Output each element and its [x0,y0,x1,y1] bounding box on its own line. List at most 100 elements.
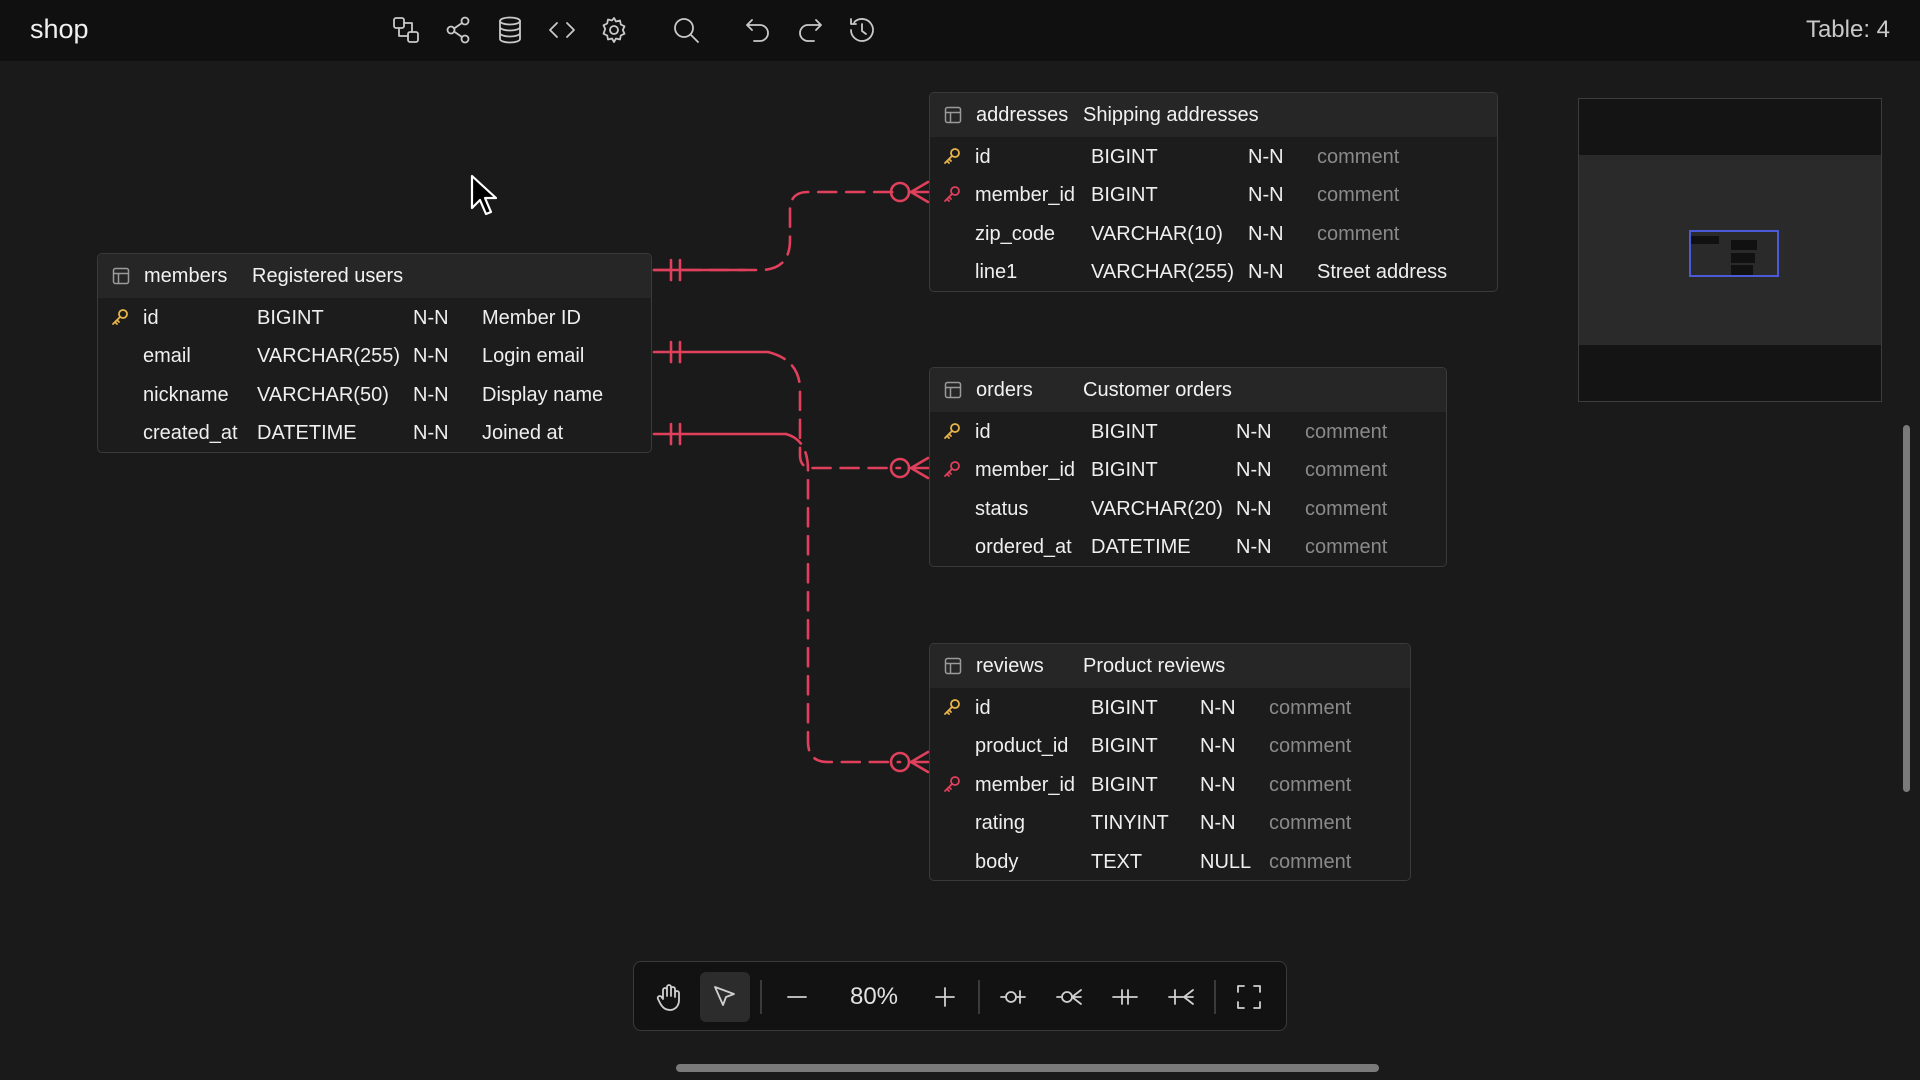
column-row[interactable]: id BIGINT N-N comment [930,137,1497,175]
column-nullable: N-N [413,307,449,329]
column-name: id [143,307,159,329]
column-row[interactable]: member_id BIGINT N-N comment [930,450,1446,488]
column-name: member_id [975,459,1076,482]
table-icon [944,381,962,399]
relation-one-many-button[interactable] [1156,972,1206,1022]
mouse-cursor-icon [470,174,498,216]
column-type: DATETIME [257,422,357,445]
zoom-level[interactable]: 80% [849,983,899,1010]
table-addresses[interactable]: addresses Shipping addresses id BIGINT N… [929,92,1498,292]
search-icon[interactable] [666,10,706,50]
column-comment: comment [1269,850,1352,873]
column-comment: Member ID [482,307,581,329]
diagram-icon[interactable] [386,10,426,50]
table-header[interactable]: orders Customer orders [930,368,1446,412]
horizontal-scrollbar[interactable] [676,1064,1379,1072]
column-row[interactable]: zip_code VARCHAR(10) N-N comment [930,214,1497,252]
column-nullable: N-N [1248,146,1284,168]
column-nullable: N-N [1200,735,1236,758]
column-row[interactable]: id BIGINT N-N Member ID [98,298,651,336]
column-row[interactable]: nickname VARCHAR(50) N-N Display name [98,375,651,413]
table-name: reviews [976,654,1044,677]
select-tool-button[interactable] [700,972,750,1022]
column-row[interactable]: body TEXT NULL comment [930,842,1410,880]
minimap-top-shade [1579,99,1881,155]
pointer-icon [714,986,735,1006]
column-comment: comment [1317,184,1400,207]
relation-members-orders [652,340,930,480]
column-type: BIGINT [257,307,324,329]
primary-key-icon [942,146,962,166]
table-header[interactable]: members Registered users [98,254,651,298]
minimap-viewport[interactable] [1689,230,1779,277]
column-row[interactable]: ordered_at DATETIME N-N comment [930,527,1446,565]
table-header[interactable]: reviews Product reviews [930,644,1410,688]
table-orders[interactable]: orders Customer orders id BIGINT N-N com… [929,367,1447,567]
history-icon[interactable] [842,10,882,50]
column-nullable: NULL [1200,850,1252,873]
column-row[interactable]: member_id BIGINT N-N comment [930,765,1410,803]
column-name: nickname [143,383,229,406]
relation-zero-many-button[interactable] [1044,972,1094,1022]
column-name: id [975,146,991,168]
column-type: VARCHAR(255) [257,345,400,368]
column-name: email [143,345,191,368]
column-type: BIGINT [1091,459,1158,482]
column-nullable: N-N [413,383,449,406]
column-comment: comment [1269,773,1352,796]
column-row[interactable]: product_id BIGINT N-N comment [930,726,1410,764]
column-type: BIGINT [1091,146,1158,168]
code-icon[interactable] [542,10,582,50]
relation-zero-one-button[interactable] [988,972,1038,1022]
table-members[interactable]: members Registered users id BIGINT N-N M… [97,253,652,453]
database-icon[interactable] [490,10,530,50]
redo-icon[interactable] [790,10,830,50]
column-type: BIGINT [1091,735,1158,758]
column-comment: comment [1269,735,1352,758]
column-comment: comment [1269,697,1352,719]
column-name: member_id [975,773,1076,796]
column-type: VARCHAR(255) [1091,261,1234,284]
column-type: VARCHAR(10) [1091,222,1223,245]
one-many-icon [1168,989,1194,1005]
fullscreen-icon [1237,985,1261,1009]
column-type: TEXT [1091,850,1143,873]
minimap[interactable] [1578,98,1882,402]
column-comment: Display name [482,383,604,406]
column-type: BIGINT [1091,421,1158,443]
column-row[interactable]: created_at DATETIME N-N Joined at [98,413,651,451]
zoom-toolbar: 80% [633,961,1287,1031]
zero-many-icon [1056,989,1082,1005]
table-icon [944,657,962,675]
column-row[interactable]: status VARCHAR(20) N-N comment [930,489,1446,527]
fullscreen-button[interactable] [1224,972,1274,1022]
column-nullable: N-N [1248,261,1284,284]
settings-icon[interactable] [594,10,634,50]
hand-tool-button[interactable] [644,972,694,1022]
column-comment: Login email [482,345,585,368]
primary-key-icon [942,697,962,717]
column-row[interactable]: id BIGINT N-N comment [930,412,1446,450]
column-row[interactable]: rating TINYINT N-N comment [930,803,1410,841]
column-row[interactable]: line1 VARCHAR(255) N-N Street address [930,252,1497,290]
table-icon [944,106,962,124]
column-name: member_id [975,184,1076,207]
minimap-bottom-shade [1579,345,1881,401]
column-row[interactable]: email VARCHAR(255) N-N Login email [98,336,651,374]
table-name: members [144,264,228,287]
zoom-in-button[interactable] [920,972,970,1022]
foreign-key-icon [942,184,962,204]
column-row[interactable]: member_id BIGINT N-N comment [930,175,1497,213]
table-reviews[interactable]: reviews Product reviews id BIGINT N-N co… [929,643,1411,881]
column-name: line1 [975,261,1018,284]
table-header[interactable]: addresses Shipping addresses [930,93,1497,137]
column-comment: comment [1269,812,1352,835]
share-icon[interactable] [438,10,478,50]
column-row[interactable]: id BIGINT N-N comment [930,688,1410,726]
undo-icon[interactable] [738,10,778,50]
vertical-scrollbar[interactable] [1903,425,1910,792]
zoom-out-button[interactable] [772,972,822,1022]
column-name: status [975,497,1029,520]
relation-one-one-button[interactable] [1100,972,1150,1022]
foreign-key-icon [942,459,962,479]
